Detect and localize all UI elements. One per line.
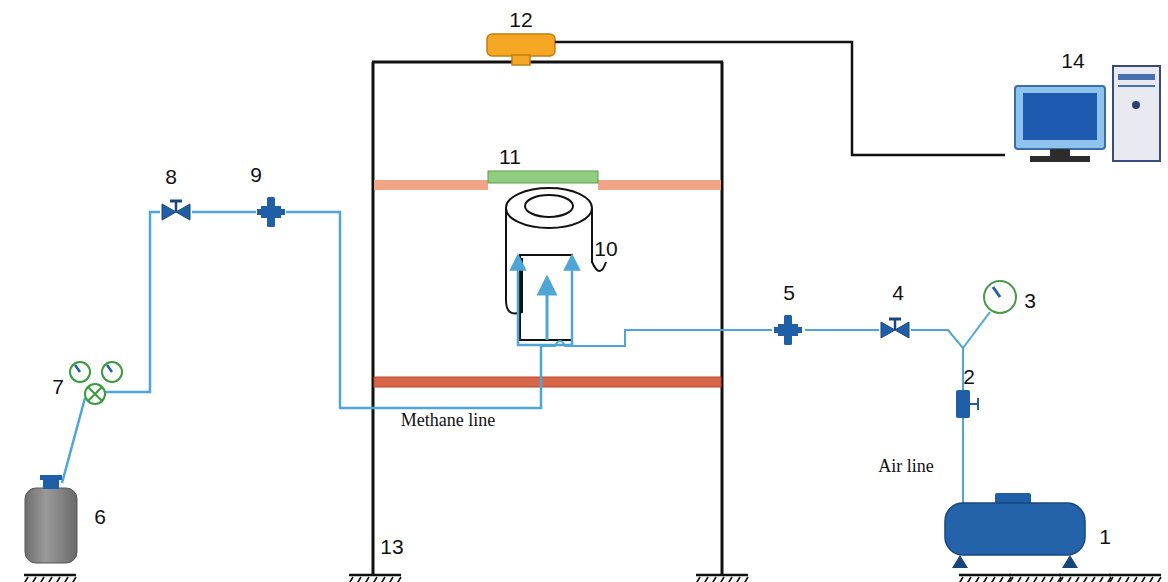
- line-label: Air line: [878, 457, 934, 475]
- callout-number: 1: [1099, 526, 1111, 547]
- signal-cable: [555, 42, 1005, 155]
- upper-plate: [598, 180, 721, 190]
- air-filter: [956, 390, 978, 418]
- upper-plate: [374, 180, 488, 190]
- callout-number: 12: [509, 9, 532, 30]
- ground-symbols: [22, 575, 1161, 582]
- methane-line: [62, 212, 572, 483]
- callout-number: 6: [94, 506, 106, 527]
- pressure-regulator: [70, 362, 122, 404]
- pressure-gauge: [984, 281, 1016, 313]
- air-line: [541, 312, 990, 505]
- gas-cylinder: [25, 475, 77, 563]
- callout-number: 13: [380, 536, 403, 557]
- callout-number: 11: [499, 146, 521, 167]
- sensor-lens: [512, 55, 530, 65]
- callout-number: 9: [250, 164, 262, 185]
- air-flowmeter: [774, 315, 802, 345]
- sensor: [487, 34, 555, 56]
- callout-number: 10: [594, 238, 617, 259]
- callout-number: 3: [1024, 290, 1036, 311]
- line-label: Methane line: [401, 411, 495, 429]
- lower-plate: [374, 377, 721, 387]
- frame: [372, 62, 723, 575]
- burner: [506, 188, 606, 340]
- sample-plate: [488, 171, 598, 183]
- air-valve: [881, 319, 909, 338]
- methane-valve: [162, 201, 190, 220]
- callout-number: 8: [165, 166, 177, 187]
- air-compressor: [945, 493, 1085, 568]
- callout-number: 4: [892, 282, 904, 303]
- callout-number: 14: [1061, 50, 1084, 71]
- callout-number: 5: [783, 282, 795, 303]
- computer: [1015, 66, 1160, 162]
- callout-number: 2: [963, 366, 975, 387]
- methane-flowmeter: [257, 197, 285, 227]
- callout-number: 7: [52, 376, 64, 397]
